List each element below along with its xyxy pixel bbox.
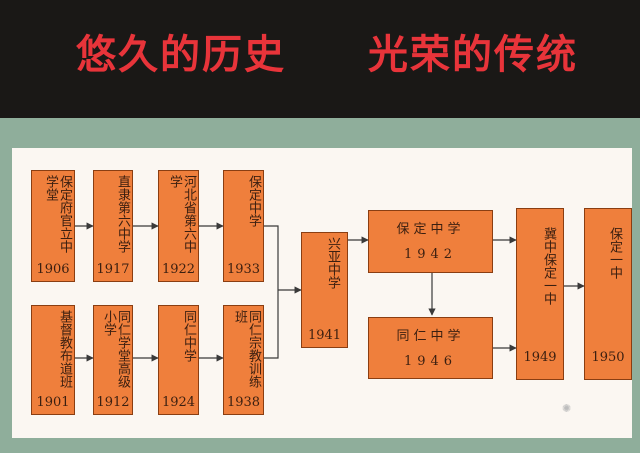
node-1938: 同仁宗教训练班 1938 [223, 305, 264, 415]
node-1906-year: 1906 [36, 262, 70, 277]
node-1901-year: 1901 [36, 395, 70, 410]
node-1933-name: 保定中学 [246, 175, 261, 227]
node-1950: 保定一中 1950 [584, 208, 632, 380]
node-1901: 基督教布道班 1901 [31, 305, 75, 415]
node-1917-year: 1917 [96, 262, 130, 277]
node-1922-name: 河北省第六中学 [167, 175, 196, 253]
node-1933-year: 1933 [226, 262, 261, 277]
node-1949-name: 冀中保定一中 [541, 227, 556, 305]
node-1949-year: 1949 [523, 350, 557, 365]
node-1950-year: 1950 [591, 350, 625, 365]
node-1942-year: 1942 [403, 247, 458, 262]
node-1922: 河北省第六中学 1922 [158, 170, 199, 282]
node-1924-year: 1924 [161, 395, 196, 410]
node-1950-name: 保定一中 [607, 227, 622, 279]
node-1912: 同仁学堂高级小学 1912 [93, 305, 133, 415]
node-1938-name: 同仁宗教训练班 [232, 310, 261, 388]
node-1946-year: 1946 [403, 354, 458, 369]
link-1938-join [264, 290, 279, 359]
node-1901-name: 基督教布道班 [57, 310, 72, 388]
title-right: 光荣的传统 [368, 32, 578, 78]
node-1949: 冀中保定一中 1949 [516, 208, 564, 380]
watermark-icon: ✺ [562, 402, 572, 415]
node-1924: 同仁中学 1924 [158, 305, 199, 415]
node-1941-year: 1941 [307, 328, 342, 343]
node-1946: 同仁中学 1946 [368, 317, 493, 379]
node-1922-year: 1922 [161, 262, 196, 277]
node-1938-year: 1938 [226, 395, 261, 410]
node-1906: 保定府官立中学堂 1906 [31, 170, 75, 282]
node-1924-name: 同仁中学 [181, 310, 196, 362]
node-1942-name: 保定中学 [396, 222, 465, 237]
header-banner: 悠久的历史 光荣的传统 [0, 0, 640, 118]
node-1912-year: 1912 [96, 395, 130, 410]
node-1941-name: 兴亚中学 [325, 237, 340, 289]
title-left: 悠久的历史 [76, 32, 286, 78]
node-1917-name: 直隶第六中学 [115, 175, 130, 253]
node-1946-name: 同仁中学 [396, 329, 465, 344]
node-1906-name: 保定府官立中学堂 [43, 175, 72, 253]
link-1933-join [264, 225, 279, 290]
node-1912-name: 同仁学堂高级小学 [101, 310, 130, 388]
node-1933: 保定中学 1933 [223, 170, 264, 282]
node-1941: 兴亚中学 1941 [301, 232, 348, 348]
node-1942: 保定中学 1942 [368, 210, 493, 273]
node-1917: 直隶第六中学 1917 [93, 170, 133, 282]
